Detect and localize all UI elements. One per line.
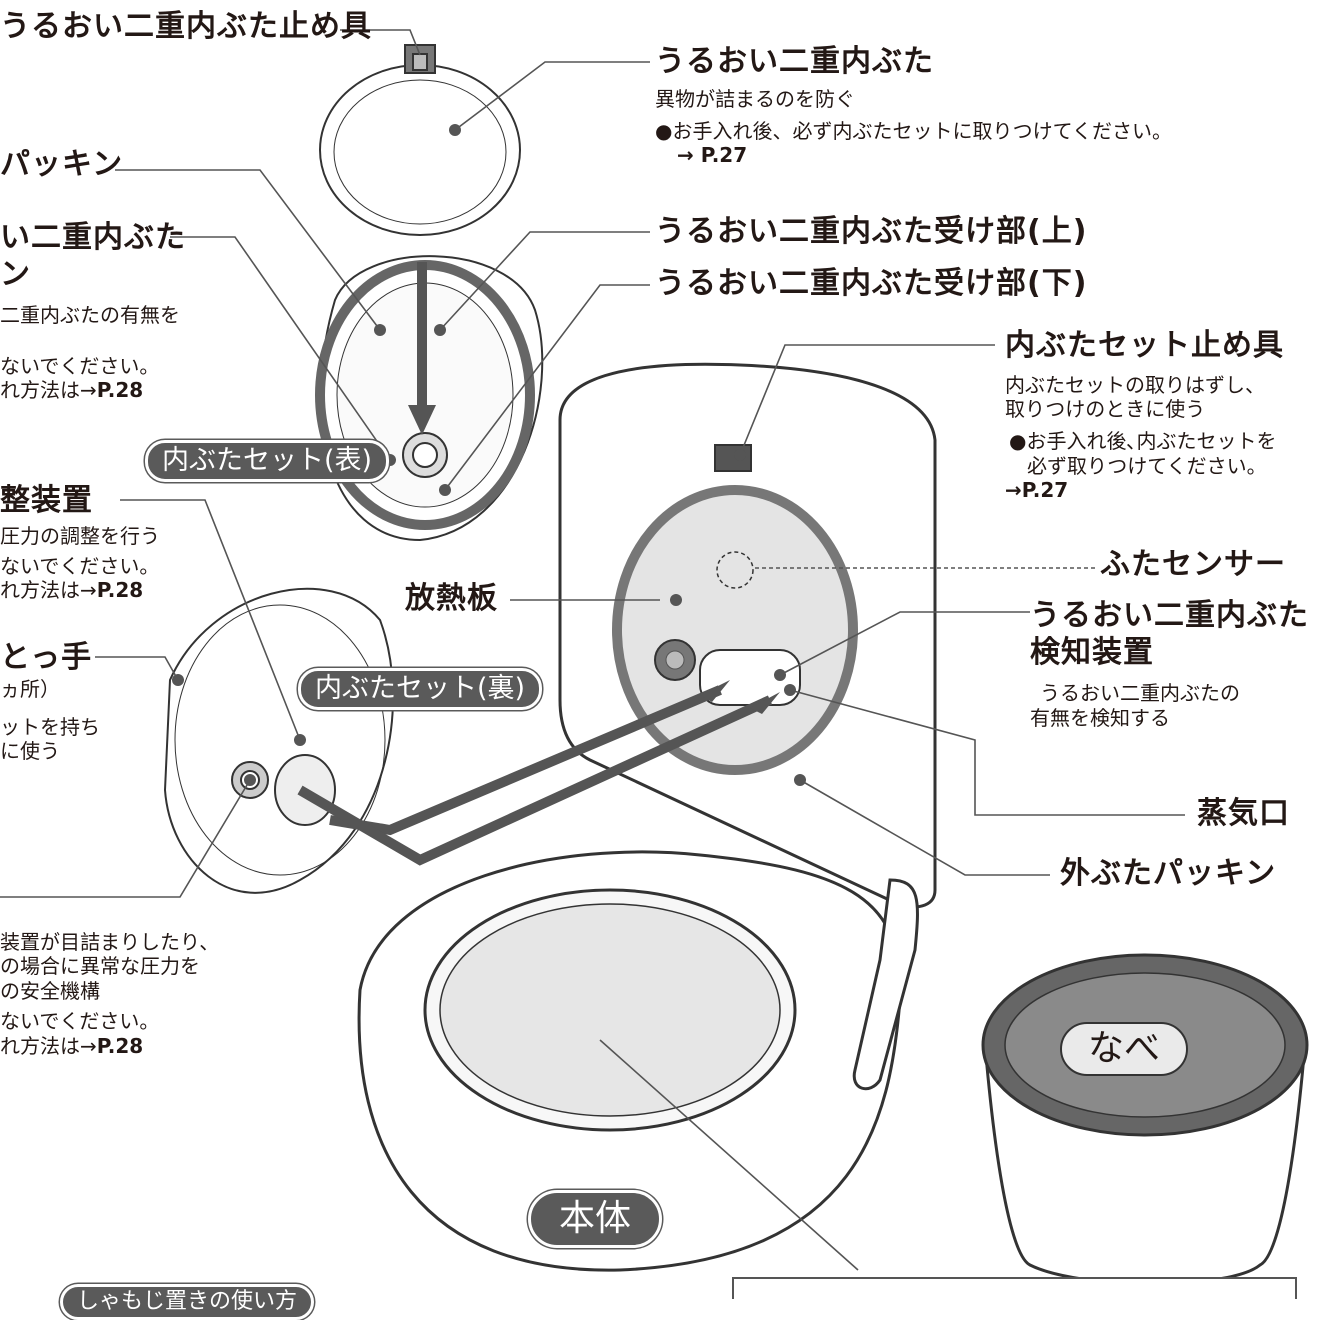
inner-lid-desc: 異物が詰まるのを防ぐ	[655, 86, 855, 111]
left-lid-a-note2: れ方法は→P.28	[0, 377, 144, 402]
regulator-note1: ないでください。	[0, 553, 160, 578]
inner-lid-ref: → P.27	[677, 143, 748, 168]
block-regulator: 整装置 圧力の調整を行う ないでください。 れ方法は→P.28	[0, 483, 160, 603]
label-left-lid-a2: ン	[0, 256, 31, 292]
safety-note2: れ方法は→P.28	[0, 1033, 144, 1058]
assembly-arrows	[297, 262, 773, 866]
set-lid-stopper-note1: ●お手入れ後､内ぶたセットを	[1009, 429, 1277, 454]
set-lid-stopper-desc1: 内ぶたセットの取りはずし、	[1005, 372, 1265, 397]
middle-lid	[315, 255, 544, 542]
detector-desc2: 有無を検知する	[1030, 705, 1170, 730]
handle-paren: ヵ所）	[0, 676, 60, 701]
label-receiver-lower: うるおい二重内ぶた受け部(下)	[655, 266, 1088, 301]
safety-note1: ないでください。	[0, 1009, 160, 1034]
pill-body: 本体	[528, 1190, 663, 1248]
label-inner-lid: うるおい二重内ぶた	[655, 44, 934, 79]
block-left-lid-a: い二重内ぶた ン 二重内ぶたの有無を ないでください。 れ方法は→P.28	[0, 220, 186, 402]
left-lid-a-note1: ないでください。	[0, 353, 160, 378]
handle-desc1: ットを持ち	[0, 714, 100, 739]
safety-desc3: の安全機構	[0, 978, 100, 1003]
set-lid-stopper-desc2: 取りつけのときに使う	[1005, 396, 1206, 421]
label-regulator: 整装置	[0, 483, 93, 518]
leader-lines	[0, 29, 1185, 1271]
pot	[981, 953, 1309, 1286]
block-handle: とっ手 ヵ所） ットを持ち に使う	[0, 640, 100, 764]
label-inner-lid-stopper: うるおい二重内ぶた止め具	[0, 9, 372, 44]
pill-set-front: 内ぶたセット(表)	[145, 440, 390, 482]
pill-set-back: 内ぶたセット(裏)	[298, 668, 543, 710]
label-packing-left: パッキン	[0, 147, 124, 182]
lower-lid	[163, 587, 394, 894]
safety-desc1: 装置が目詰まりしたり、	[0, 930, 220, 954]
label-receiver-upper: うるおい二重内ぶた受け部(上)	[655, 214, 1088, 249]
block-set-lid-stopper: 内ぶたセット止め具 内ぶたセットの取りはずし、 取りつけのときに使う ●お手入れ…	[1005, 328, 1284, 503]
label-handle: とっ手	[0, 640, 93, 675]
label-set-lid-stopper: 内ぶたセット止め具	[1005, 328, 1284, 363]
inner-lid-note: ●お手入れ後、必ず内ぶたセットに取りつけてください。	[655, 118, 1173, 143]
pill-pot: なべ	[1060, 1022, 1189, 1076]
label-heat-plate: 放熱板	[405, 581, 498, 616]
lid-stopper-part	[714, 444, 752, 472]
block-safety: 装置が目詰まりしたり、 の場合に異常な圧力を の安全機構 ないでください。 れ方…	[0, 930, 219, 1058]
detector-desc1: うるおい二重内ぶたの	[1040, 681, 1240, 706]
label-outer-packing: 外ぶたパッキン	[1060, 856, 1277, 891]
label-lid-sensor: ふたセンサー	[1100, 547, 1286, 582]
label-steam-port: 蒸気口	[1197, 796, 1290, 831]
bottom-tab: しゃもじ置きの使い方	[60, 1284, 315, 1320]
heat-plate	[612, 485, 858, 775]
label-left-lid-a1: い二重内ぶた	[0, 220, 186, 255]
block-inner-lid: うるおい二重内ぶた 異物が詰まるのを防ぐ ●お手入れ後、必ず内ぶたセットに取りつ…	[655, 44, 1172, 168]
handle-desc2: に使う	[0, 739, 60, 764]
top-inner-lid	[319, 44, 521, 236]
regulator-note2: れ方法は→P.28	[0, 578, 144, 603]
block-detector: うるおい二重内ぶた 検知装置 うるおい二重内ぶたの 有無を検知する	[1030, 598, 1309, 730]
left-lid-a-desc: 二重内ぶたの有無を	[0, 303, 180, 328]
set-lid-stopper-ref: →P.27	[1005, 478, 1069, 503]
set-lid-stopper-note2: 必ず取りつけてください。	[1027, 453, 1267, 478]
safety-desc2: の場合に異常な圧力を	[0, 954, 200, 979]
label-detector2: 検知装置	[1030, 634, 1154, 670]
bottom-box	[732, 1277, 1297, 1299]
regulator-desc: 圧力の調整を行う	[0, 523, 160, 548]
label-detector1: うるおい二重内ぶた	[1030, 598, 1309, 633]
